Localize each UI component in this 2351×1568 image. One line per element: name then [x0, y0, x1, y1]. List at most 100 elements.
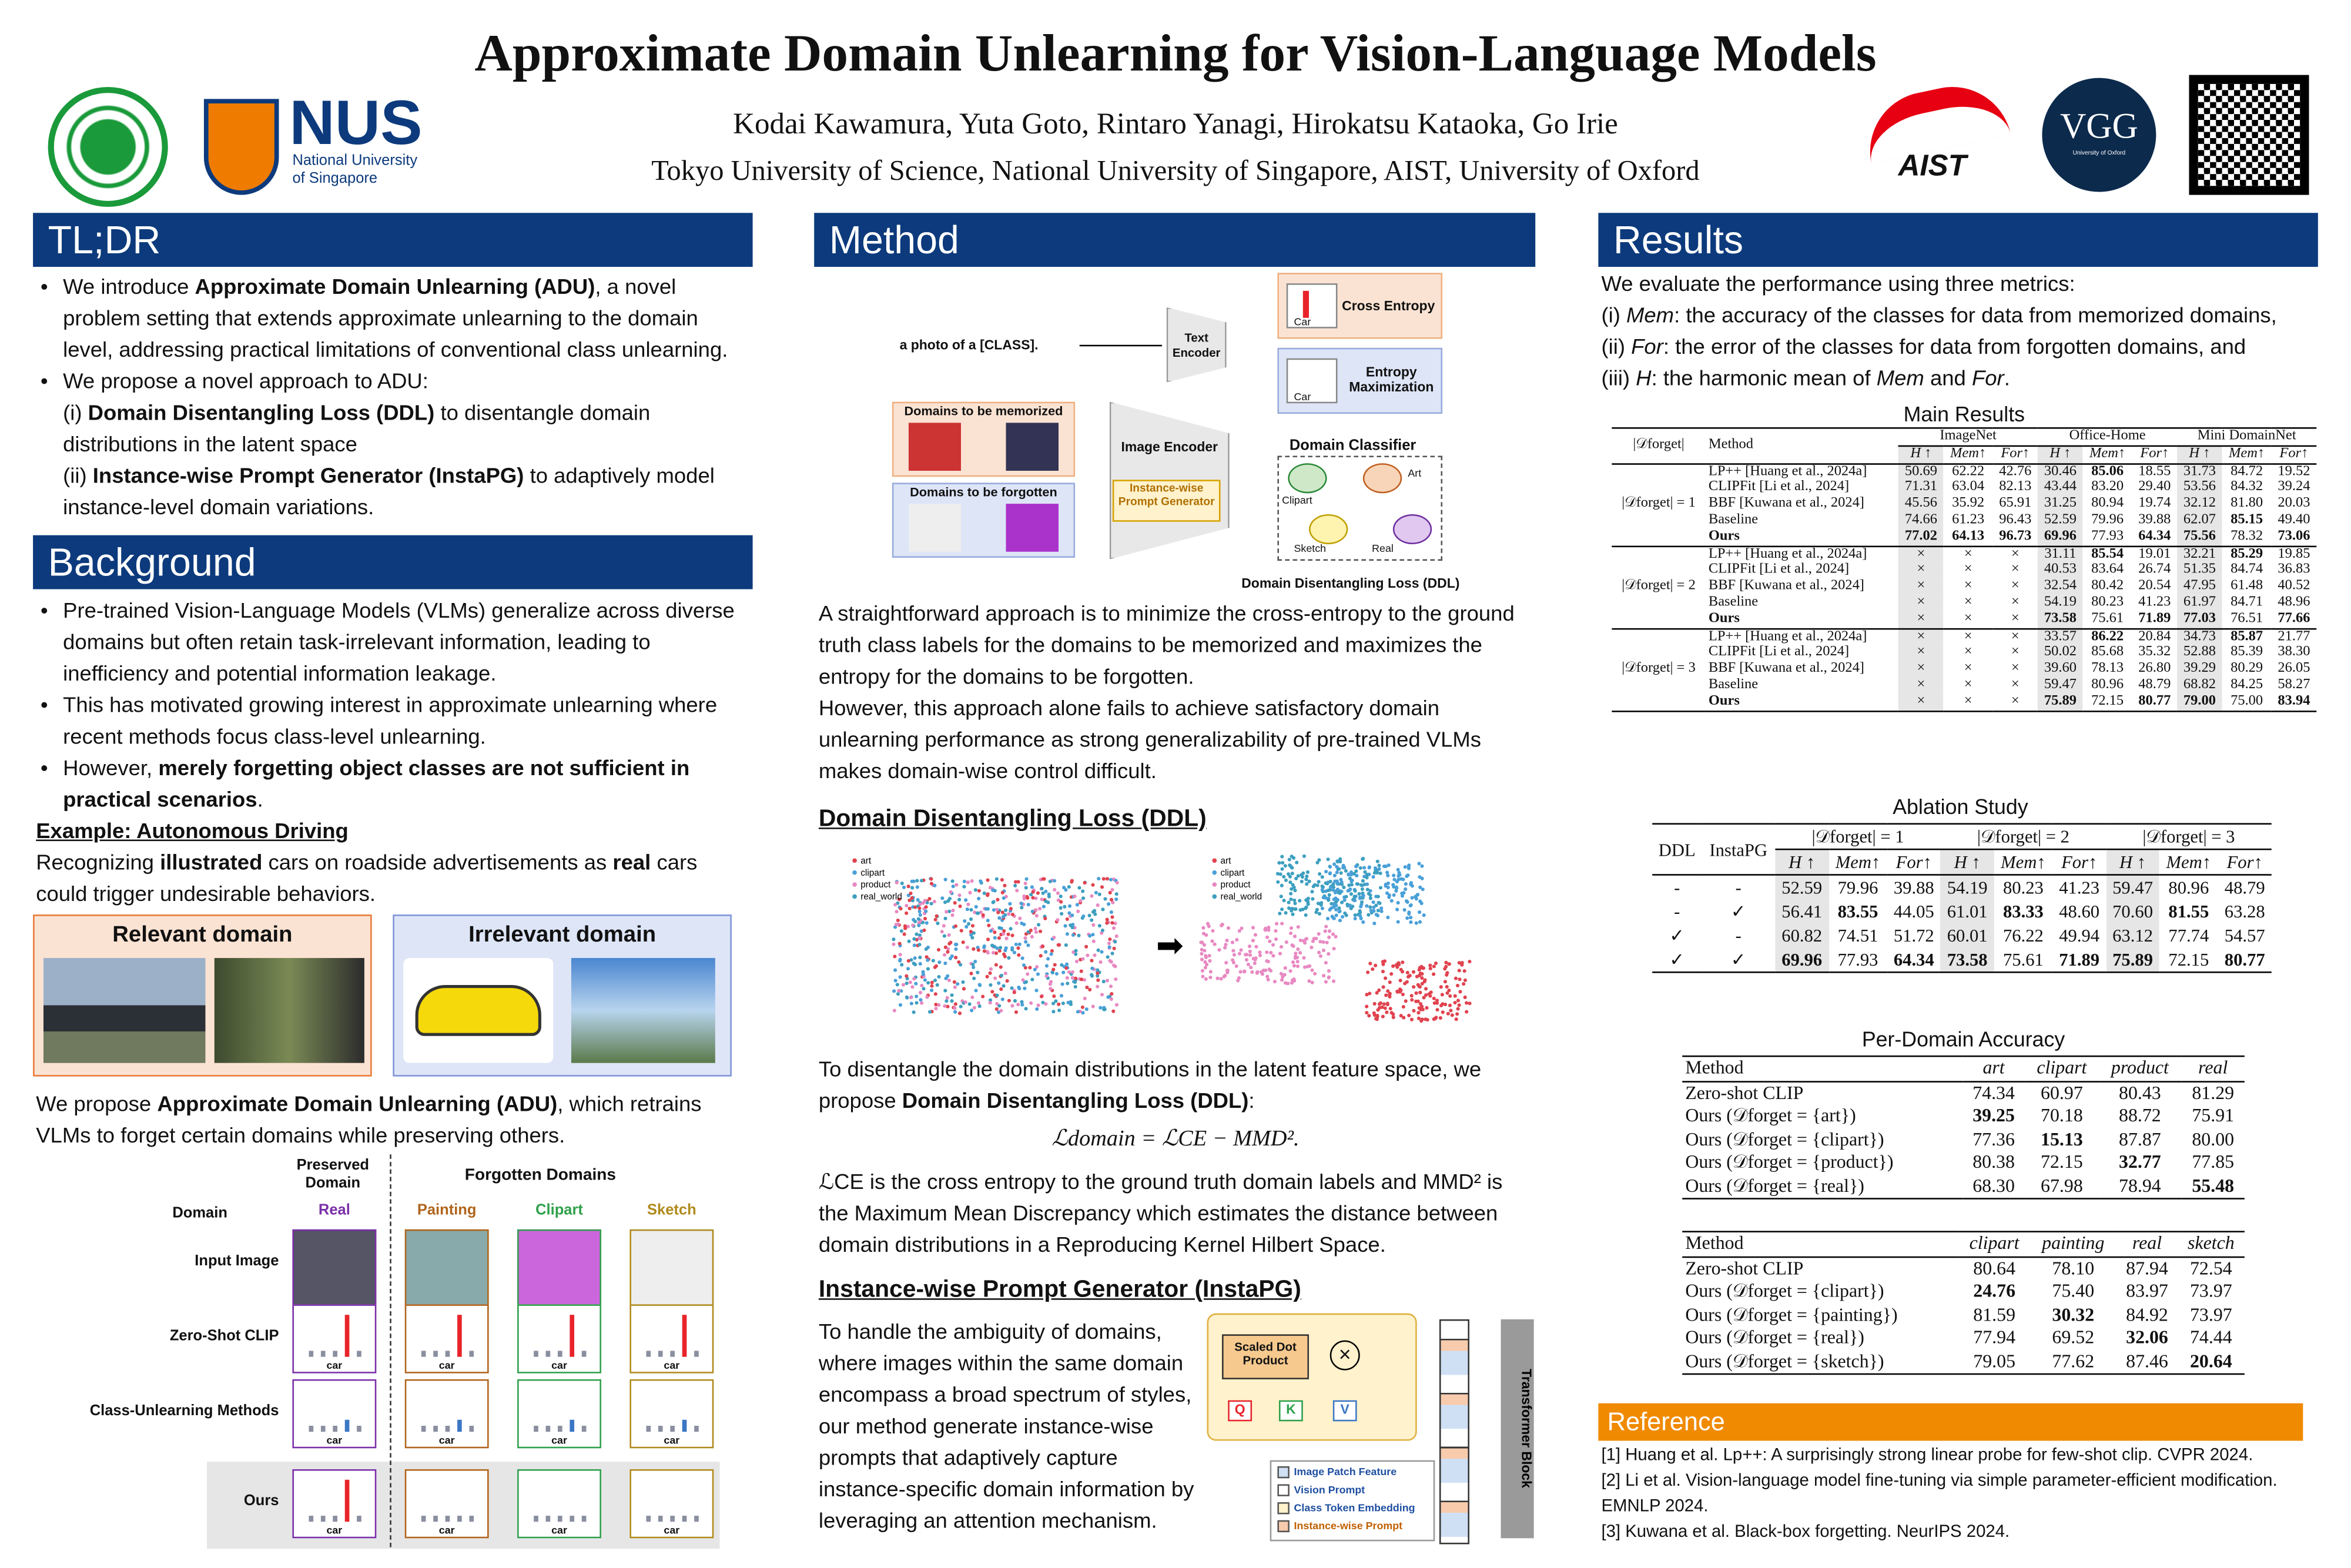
text-segment: (i) — [63, 401, 88, 426]
method-cell: LP++ [Huang et al., 2024a] — [1708, 545, 1867, 562]
scatter-point — [1441, 1010, 1445, 1014]
scatter-point — [977, 889, 981, 893]
value-cell: 62.07 — [2177, 511, 2222, 529]
scatter-point — [1371, 967, 1375, 971]
scatter-point — [970, 936, 974, 940]
scatter-point — [1337, 906, 1341, 910]
scaled-dot-product-box: Scaled Dot Product — [1222, 1334, 1310, 1379]
method-diagram: a photo of a [CLASS]. Text Encoder Car C… — [885, 270, 1484, 599]
scatter-point — [1210, 939, 1214, 943]
scatter-point — [912, 1010, 916, 1014]
bold-text: Approximate Domain Unlearning (ADU) — [157, 1093, 558, 1117]
scatter-point — [1097, 892, 1101, 896]
scatter-point — [898, 1003, 903, 1007]
scatter-point — [1052, 879, 1057, 883]
scatter-point — [1282, 899, 1286, 903]
legend-marker — [852, 882, 857, 887]
scatter-point — [1425, 1006, 1429, 1010]
metric-header: For↑ — [2001, 445, 2030, 462]
instapg-cell: - — [1735, 924, 1742, 946]
scatter-point — [1383, 1006, 1387, 1010]
scatter-point — [1450, 1013, 1454, 1017]
scatter-point — [1448, 994, 1452, 998]
scatter-point — [1002, 896, 1006, 900]
group-label: |𝒟forget| = 2 — [1622, 577, 1696, 594]
metric-header: For↑ — [2140, 445, 2169, 462]
scatter-point — [1397, 870, 1401, 875]
scatter-point — [1279, 945, 1284, 949]
scatter-point — [972, 976, 976, 980]
scatter-point — [943, 989, 947, 993]
scatter-point — [893, 903, 897, 907]
scatter-point — [915, 879, 919, 883]
scatter-point — [1414, 999, 1418, 1003]
adu-figure: Preserved Domain Forgotten Domains Domai… — [60, 1154, 735, 1552]
prediction-chart: car — [629, 1379, 714, 1449]
scatter-point — [1051, 1010, 1056, 1014]
scatter-point — [937, 1003, 941, 1007]
value-cell: 30.32 — [2052, 1304, 2095, 1325]
scatter-point — [1457, 969, 1461, 973]
scatter-point — [1283, 966, 1287, 970]
bar — [545, 1351, 551, 1357]
legend-marker — [1212, 882, 1217, 887]
scatter-legend-item: product — [860, 880, 891, 890]
scatter-point — [1321, 940, 1325, 944]
scatter-point — [919, 929, 923, 933]
scatter-point — [1306, 896, 1310, 900]
scatter-point — [900, 963, 904, 967]
scatter-point — [1248, 953, 1252, 957]
scatter-point — [1066, 981, 1070, 986]
text-segment: . — [2004, 367, 2010, 391]
scatter-point — [1353, 916, 1357, 921]
value-cell: 77.85 — [2192, 1151, 2235, 1172]
scatter-point — [1088, 934, 1092, 938]
scatter-point — [977, 1004, 982, 1009]
text-segment: to disentangle domain distributions in t… — [63, 401, 651, 458]
scatter-point — [898, 953, 902, 957]
scatter-point — [1406, 865, 1411, 869]
scatter-point — [1085, 986, 1089, 990]
scatter-point — [945, 910, 949, 914]
value-cell: 79.05 — [1973, 1350, 2016, 1371]
scatter-point — [1080, 1005, 1085, 1009]
scatter-point — [969, 933, 973, 937]
method-cell: BBF [Kuwana et al., 2024] — [1708, 659, 1864, 676]
method-cell: Ours — [1708, 609, 1740, 626]
scatter-point — [1389, 899, 1394, 903]
scatter-point — [1334, 890, 1338, 894]
scatter-point — [1235, 938, 1239, 942]
arrow-icon: ➡ — [1156, 927, 1184, 964]
text-segment: to adaptively model instance-level domai… — [63, 464, 715, 521]
instapg-cell: - — [1735, 877, 1742, 899]
scatter-point — [1368, 991, 1372, 996]
background-bullet: However, merely forgetting object classe… — [36, 754, 752, 817]
scatter-point — [906, 924, 910, 929]
qr-code[interactable] — [2189, 75, 2309, 195]
scatter-point — [1376, 894, 1380, 899]
scatter-point — [1250, 970, 1254, 974]
scatter-point — [923, 978, 927, 982]
scatter-point — [1359, 904, 1363, 909]
scatter-point — [1203, 966, 1207, 970]
scatter-point — [1280, 855, 1284, 859]
value-cell: 39.25 — [1972, 1105, 2015, 1126]
value-cell: 35.92 — [1952, 495, 1985, 512]
bar — [570, 1516, 575, 1522]
propose-text: We propose Approximate Domain Unlearning… — [36, 1090, 752, 1153]
value-cell: × — [1964, 561, 1972, 578]
scatter-point — [1020, 921, 1024, 926]
scatter-point — [1047, 892, 1051, 896]
scatter-legend-item: real_world — [1221, 892, 1262, 902]
scatter-point — [1224, 943, 1228, 947]
scatter-point — [1365, 993, 1369, 997]
scatter-point — [1023, 882, 1027, 886]
bar — [534, 1516, 538, 1522]
scatter-point — [1067, 970, 1071, 974]
scatter-point — [929, 877, 933, 881]
scatter-point — [946, 1004, 950, 1009]
